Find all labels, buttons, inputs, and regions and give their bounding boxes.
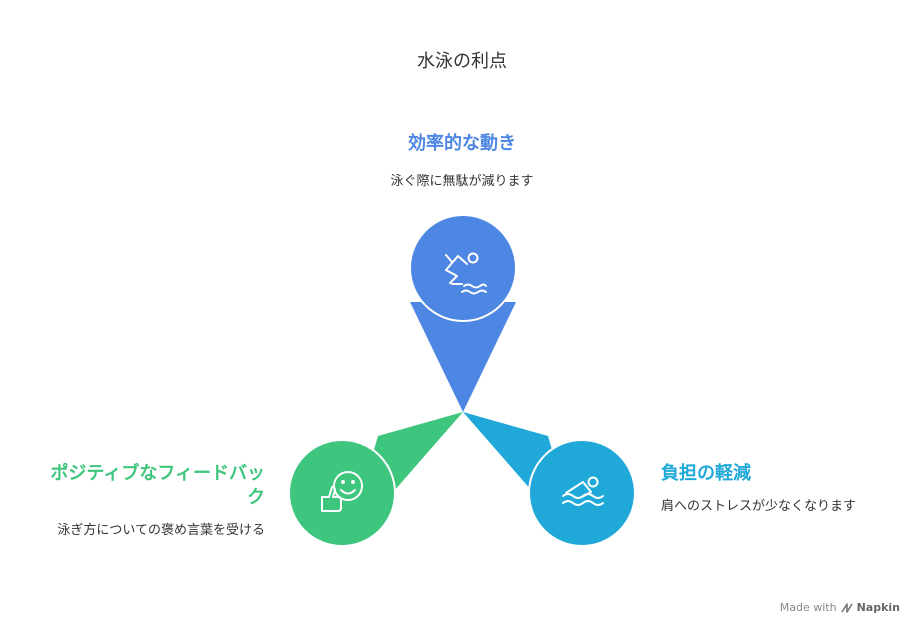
diagram-title: 水泳の利点 — [417, 51, 507, 72]
label-reduced-burden: 負担の軽減 — [661, 463, 751, 484]
label-efficient-movement: 効率的な動き — [408, 133, 516, 154]
label-positive-feedback: ポジティブなフィードバック — [50, 463, 265, 508]
diving-swimmer-icon — [445, 252, 487, 295]
smiling-thumbs-up-icon — [321, 471, 363, 512]
napkin-brand-text: Napkin — [856, 601, 900, 614]
desc-positive-feedback: 泳ぎ方についての褒め言葉を受ける — [57, 523, 265, 538]
petal-reduced-burden — [463, 412, 636, 547]
desc-reduced-burden: 肩へのストレスが少なくなります — [661, 499, 857, 514]
swimmer-waves-icon — [562, 476, 604, 506]
petal-positive-feedback — [288, 412, 463, 547]
made-with-napkin-footer[interactable]: Made with Napkin — [780, 601, 900, 614]
desc-efficient-movement: 泳ぐ際に無駄が減ります — [390, 174, 534, 189]
petal-efficient-movement — [409, 214, 517, 412]
made-with-text: Made with — [779, 601, 837, 614]
napkin-logo-icon — [840, 602, 853, 613]
